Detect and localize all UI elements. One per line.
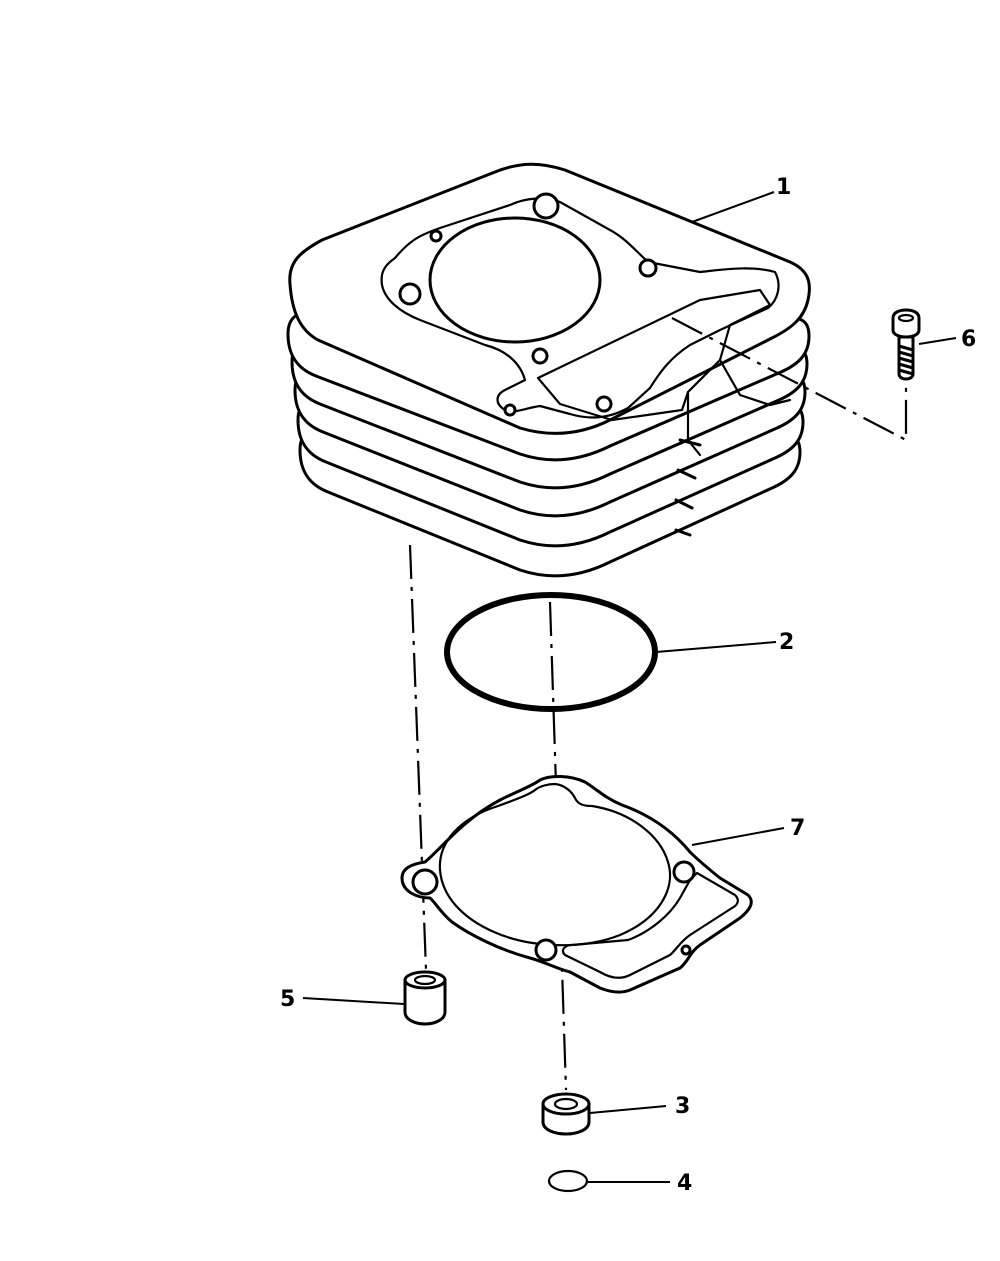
o-ring-small (547, 1169, 589, 1193)
callout-1: 1 (776, 175, 791, 200)
callout-4: 4 (677, 1171, 692, 1196)
leader-lines (302, 191, 957, 1183)
dowel-pin-rear-bore (413, 974, 437, 986)
callout-6: 6 (961, 327, 976, 352)
bolt (891, 308, 921, 381)
leader-5 (302, 997, 405, 1005)
centerline-bolt-6 (671, 317, 908, 442)
callout-5: 5 (280, 987, 295, 1012)
cylinder-bolt-hole-1 (532, 192, 560, 220)
gasket-hole-2 (672, 860, 696, 884)
o-ring-outer (444, 592, 658, 712)
o-ring (444, 592, 658, 712)
cam-chain-tunnel-wall (686, 358, 792, 457)
leader-7 (691, 827, 785, 846)
cylinder-bolt-hole-6 (503, 403, 517, 417)
dowel-pin-front (541, 1092, 591, 1136)
callout-7: 7 (790, 816, 805, 841)
dowel-pin-rear (403, 970, 447, 1026)
gasket-hole-1 (411, 868, 439, 896)
cylinder-block (286, 162, 811, 578)
dowel-pin-rear-body (403, 978, 447, 1026)
leader-2 (655, 641, 777, 653)
bolt-head-socket (897, 313, 915, 323)
leader-1 (691, 191, 775, 223)
o-ring-small-shape (547, 1169, 589, 1193)
leader-6 (918, 337, 957, 345)
cylinder-bolt-hole-2 (398, 282, 422, 306)
gasket-cam-chain-cutout (561, 871, 739, 979)
dowel-pin-rear-top (403, 970, 447, 990)
cylinder-bolt-hole-7 (429, 229, 443, 243)
cylinder-bolt-hole-4 (638, 258, 658, 278)
callout-2: 2 (779, 630, 794, 655)
dowel-pin-front-top (541, 1092, 591, 1116)
cylinder-bore (428, 216, 602, 344)
leader-3 (589, 1105, 667, 1114)
cylinder-gasket (400, 775, 753, 994)
cylinder-bolt-hole-3 (531, 347, 549, 365)
cam-chain-tunnel-slots (674, 438, 702, 537)
callout-3: 3 (675, 1094, 690, 1119)
cylinder-bolt-hole-5 (595, 395, 613, 413)
callout-labels: 1 2 3 4 5 6 7 (280, 175, 976, 1196)
gasket-hole-4 (680, 944, 692, 956)
gasket-hole-3 (534, 938, 558, 962)
centerline-dowel-5 (408, 544, 428, 971)
cylinder-head-face (380, 197, 780, 419)
dowel-pin-front-bore (553, 1097, 579, 1111)
bolt-thread (897, 344, 915, 376)
gasket-outline (400, 775, 753, 994)
